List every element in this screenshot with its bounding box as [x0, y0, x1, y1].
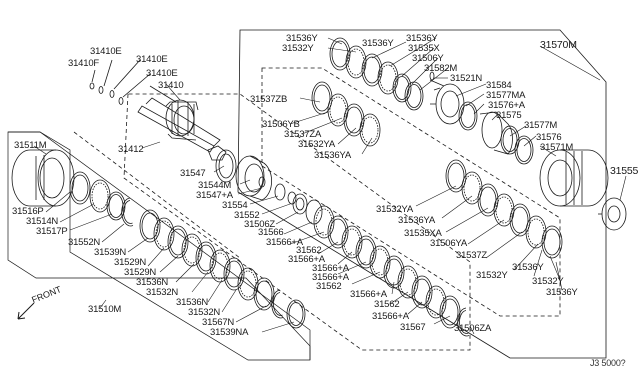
label-31532n-b: 31532N — [188, 307, 221, 318]
label-31575: 31575 — [496, 110, 522, 121]
label-31532ya-a: 31532YA — [298, 139, 335, 150]
label-31554: 31554 — [222, 200, 248, 211]
label-31516p: 31516P — [12, 206, 44, 217]
label-31566: 31566 — [258, 227, 284, 238]
label-31529n-a: 31529N — [114, 257, 147, 268]
label-31410f: 31410F — [68, 58, 100, 69]
label-31566a-e: 31566+A — [350, 289, 387, 300]
label-31532n-a: 31532N — [146, 287, 179, 298]
label-31537zb: 31537ZB — [250, 94, 288, 105]
label-31536y-top2: 31536Y — [362, 38, 394, 49]
label-31536y-top1: 31536Y — [286, 33, 318, 44]
label-31532y-b: 31532Y — [476, 270, 508, 281]
label-31506yb: 31506YB — [262, 119, 300, 130]
label-31410e-c: 31410E — [146, 68, 178, 79]
label-31547: 31547 — [180, 168, 206, 179]
label-31566a-a: 31566+A — [266, 237, 303, 248]
label-31539n: 31539N — [94, 247, 127, 258]
label-31566a-d: 31566+A — [312, 272, 349, 283]
label-31532y-c: 31532Y — [532, 276, 564, 287]
label-31410e-a: 31410E — [90, 46, 122, 57]
bearing-31555 — [598, 197, 627, 231]
clips-31410e — [89, 59, 151, 105]
label-31566a-b: 31566+A — [288, 254, 325, 265]
label-31566a-c: 31566+A — [312, 263, 349, 274]
label-31566a-f: 31566+A — [372, 311, 409, 322]
label-31521n: 31521N — [450, 73, 483, 84]
label-31410e-b: 31410E — [136, 54, 168, 65]
label-31412: 31412 — [118, 144, 144, 155]
front-arrow-icon — [17, 302, 35, 320]
dashed-panel-middle — [73, 93, 471, 351]
label-31584: 31584 — [486, 80, 512, 91]
label-31506ya: 31506YA — [430, 238, 467, 249]
label-31536y-top3: 31536Y — [406, 33, 438, 44]
label-31537za: 31537ZA — [284, 129, 322, 140]
label-31410: 31410 — [158, 80, 184, 91]
box-31570m — [237, 29, 607, 359]
label-31510m: 31510M — [88, 304, 122, 315]
label-31544m: 31544M — [198, 180, 232, 191]
label-31562-a: 31562 — [296, 245, 322, 256]
label-31536ya-b: 31536YA — [398, 215, 435, 226]
label-31529n-b: 31529N — [124, 267, 157, 278]
label-31562-b: 31562 — [316, 281, 342, 292]
label-31517p: 31517P — [36, 226, 68, 237]
drum-31544m — [215, 149, 323, 225]
piston-31584 — [430, 83, 534, 165]
label-31535x: 31535X — [408, 43, 440, 54]
label-31547a: 31547+A — [196, 190, 233, 201]
label-31537z: 31537Z — [456, 250, 488, 261]
label-31577ma: 31577MA — [486, 90, 526, 101]
label-31582m: 31582M — [424, 63, 458, 74]
label-31570m: 31570M — [540, 39, 577, 51]
label-31536n-b: 31536N — [176, 297, 209, 308]
label-31536n-a: 31536N — [136, 277, 169, 288]
label-31576a: 31576+A — [488, 100, 525, 111]
label-31506y: 31506Y — [412, 53, 444, 64]
diagram-reference: J3 5000? — [590, 358, 626, 368]
label-31535xa: 31535XA — [404, 228, 442, 239]
label-31506z: 31506Z — [244, 219, 276, 230]
label-31511m: 31511M — [14, 140, 47, 151]
drum-31511m — [11, 149, 75, 207]
box-31510m — [7, 131, 311, 361]
label-31506za: 31506ZA — [454, 323, 492, 334]
label-31536y-b2: 31536Y — [546, 287, 578, 298]
upper-right-rings — [329, 37, 445, 111]
label-31571m: 31571M — [540, 142, 574, 153]
label-31532y-top: 31532Y — [282, 43, 314, 54]
shaft-31410 — [137, 85, 227, 161]
label-31562-c: 31562 — [374, 299, 400, 310]
label-31555: 31555 — [610, 165, 639, 177]
label-31567: 31567 — [400, 322, 426, 333]
label-31576: 31576 — [536, 132, 562, 143]
label-31552: 31552 — [234, 210, 260, 221]
label-31536y-b1: 31536Y — [512, 262, 544, 273]
label-31536ya-a: 31536YA — [314, 150, 351, 161]
label-31567n: 31567N — [202, 317, 235, 328]
drum-31571m — [539, 149, 609, 207]
label-31552n: 31552N — [68, 237, 101, 248]
label-31539na: 31539NA — [210, 327, 249, 338]
label-31532ya-b: 31532YA — [376, 204, 413, 215]
label-31577m: 31577M — [524, 120, 558, 131]
leader-lines — [33, 37, 627, 335]
front-indicator: FRONT — [14, 284, 74, 323]
label-31514n: 31514N — [26, 216, 59, 227]
